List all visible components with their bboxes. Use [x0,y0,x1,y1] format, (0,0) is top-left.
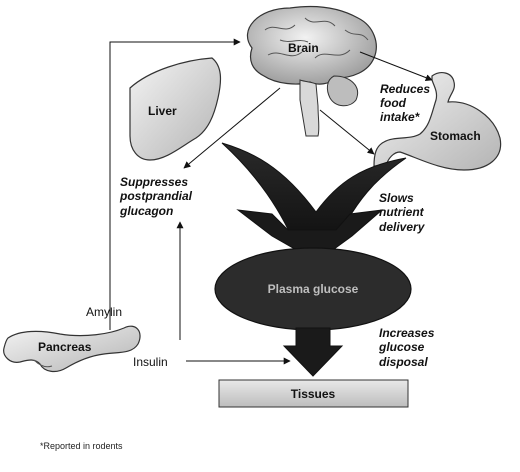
tissues-arrow [282,327,344,377]
footnote: *Reported in rodents [40,441,123,451]
stomach-illustration: Stomach [373,72,502,171]
brain-to-glucagon-arrow [183,87,281,169]
brain-label: Brain [288,41,319,55]
effect-line: intake* [380,110,421,124]
effect-line: Reduces [380,82,430,96]
effect-slows-nutrient-delivery: Slows nutrient delivery [379,191,426,234]
effect-line: Suppresses [120,175,188,189]
effect-reduces-food-intake: Reduces food intake* [380,82,430,124]
plasma-glucose-label: Plasma glucose [268,282,359,296]
amylin-to-brain-arrow [109,38,241,330]
effect-increases-glucose-disposal: Increases glucose disposal [378,326,435,369]
liver-illustration: Liver [129,57,222,161]
effect-line: glucose [378,340,425,354]
effect-line: Slows [379,191,414,205]
amylin-label: Amylin [86,305,122,319]
effect-line: postprandial [119,189,193,203]
insulin-label: Insulin [133,355,168,369]
pancreas-label: Pancreas [38,340,92,354]
tissues-label: Tissues [291,387,336,401]
tissues-node: Tissues [218,379,409,408]
stomach-label: Stomach [430,129,481,143]
effect-line: food [380,96,407,110]
pancreas-illustration: Pancreas [3,325,141,373]
brain-illustration: Brain [246,5,377,137]
plasma-glucose-node: Plasma glucose [214,247,412,331]
liver-label: Liver [148,104,177,118]
effect-line: Increases [379,326,435,340]
brain-to-stomach-arrow [359,51,433,81]
effect-line: disposal [379,355,428,369]
effect-line: delivery [379,220,426,234]
effect-suppresses-glucagon: Suppresses postprandial glucagon [119,175,193,218]
effect-line: nutrient [379,205,425,219]
brain-to-delivery-arrow [319,109,375,155]
nutrient-funnel [221,142,407,257]
effect-line: glucagon [119,204,173,218]
